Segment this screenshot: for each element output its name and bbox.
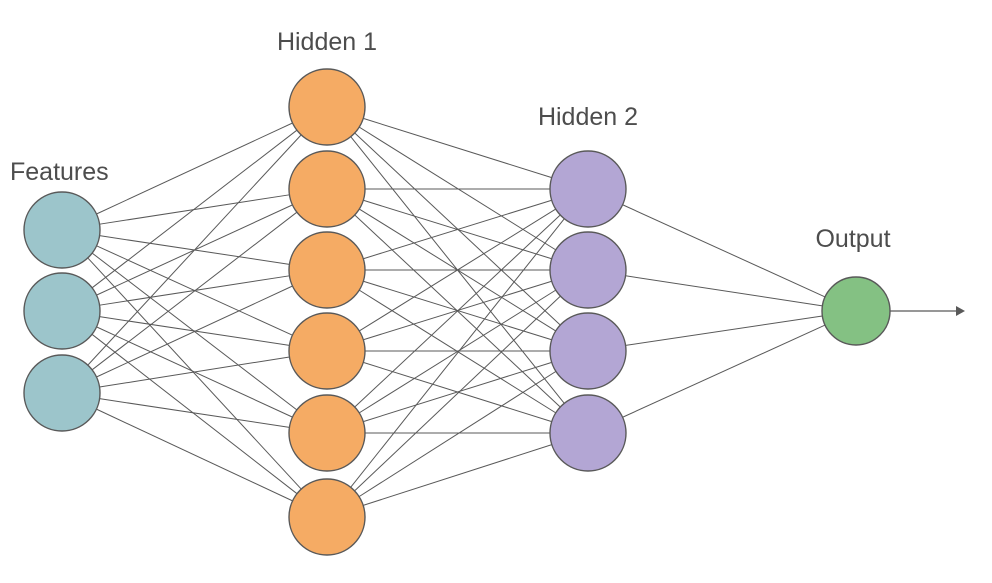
edge-features-0-to-hidden1-5 [87,257,302,490]
node-hidden1-2[interactable] [288,150,366,228]
edge-hidden1-5-to-hidden2-3 [363,444,552,506]
edge-features-2-to-hidden1-5 [96,408,293,502]
node-hidden2-1[interactable] [549,150,627,228]
node-hidden1-6[interactable] [288,478,366,556]
edge-hidden1-0-to-hidden2-0 [363,117,552,179]
edge-hidden2-2-to-output-0 [625,315,823,346]
edge-features-2-to-hidden1-3 [99,356,290,388]
edge-hidden1-5-to-hidden2-2 [358,370,557,498]
edge-hidden1-5-to-hidden2-0 [350,218,565,488]
edge-features-2-to-hidden1-0 [87,134,302,366]
layer-label-hidden1: Hidden 1 [277,28,377,56]
edge-hidden1-4-to-hidden2-0 [354,214,561,408]
node-features-3[interactable] [23,354,101,432]
node-hidden1-4[interactable] [288,312,366,390]
edge-hidden1-2-to-hidden2-0 [363,199,552,260]
node-output-1[interactable] [821,276,891,346]
node-features-2[interactable] [23,272,101,350]
edges-group [87,117,826,506]
edge-features-2-to-hidden1-4 [99,398,290,428]
node-hidden1-1[interactable] [288,68,366,146]
layer-label-hidden2: Hidden 2 [538,103,638,131]
node-hidden2-4[interactable] [549,394,627,472]
edge-hidden2-3-to-output-0 [622,324,826,418]
labels-group: Features Hidden 1 Hidden 2 Output [10,28,891,253]
edge-hidden2-1-to-output-0 [625,275,823,307]
edge-hidden2-0-to-output-0 [622,204,826,298]
node-hidden2-3[interactable] [549,312,627,390]
edge-features-1-to-hidden1-0 [91,129,298,289]
edge-features-1-to-hidden1-5 [91,333,298,495]
edge-features-2-to-hidden1-1 [91,211,298,371]
layer-label-output: Output [815,225,890,253]
edge-features-2-to-hidden1-2 [96,285,293,378]
node-features-1[interactable] [23,191,101,269]
nodes-group [23,68,891,556]
edge-features-0-to-hidden1-0 [96,122,293,215]
node-hidden1-3[interactable] [288,231,366,309]
output-arrow-head-icon [956,306,965,316]
layer-label-features: Features [10,158,109,186]
edge-hidden1-5-to-hidden2-1 [354,295,561,492]
edge-hidden1-4-to-hidden2-1 [358,289,557,414]
edge-hidden1-3-to-hidden2-0 [359,208,556,332]
edge-hidden1-4-to-hidden2-2 [363,361,552,423]
output-arrow-group [890,306,965,316]
node-hidden2-2[interactable] [549,231,627,309]
node-hidden1-5[interactable] [288,394,366,472]
